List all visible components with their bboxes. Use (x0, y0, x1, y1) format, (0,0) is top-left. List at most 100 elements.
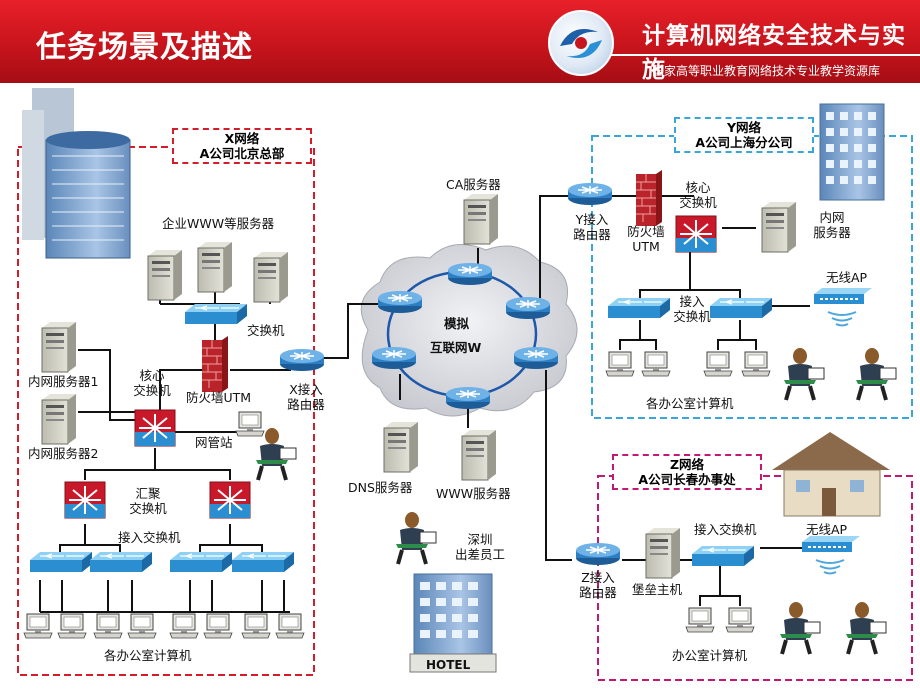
region-y-line1: Y网络 (726, 120, 762, 135)
course-logo-icon (548, 10, 614, 76)
y-office-label: 各办公室计算机 (646, 396, 734, 411)
y-access-label-1: 接入 (679, 294, 705, 309)
inet-router-top-icon (447, 262, 493, 286)
z-pc-2-icon (725, 607, 755, 633)
y-access-router-icon (567, 182, 613, 206)
y-access-label-2: 交换机 (673, 309, 711, 324)
dns-label: DNS服务器 (348, 480, 413, 495)
ca-label: CA服务器 (446, 177, 501, 192)
x-pc-6-icon (203, 613, 233, 639)
region-y-tag: Y网络 A公司上海分公司 (674, 117, 814, 153)
x-core-label-1: 核心 (139, 368, 165, 383)
y-core-label-1: 核心 (685, 180, 711, 195)
x-access-router-icon (279, 348, 325, 372)
x-pc-1-icon (23, 613, 53, 639)
x-firewall-label: 防火墙UTM (186, 390, 252, 405)
z-router-label: Z接入 路由器 (570, 570, 626, 600)
z-laptop-user-1-icon (778, 600, 822, 656)
y-laptop-user-2-icon (854, 346, 898, 402)
bastion-host-icon (645, 527, 681, 579)
x-pc-2-icon (57, 613, 87, 639)
x-router-label-2: 路由器 (287, 397, 325, 412)
inet-router-br-icon (513, 346, 559, 370)
x-agg-label-2: 交换机 (129, 501, 167, 516)
www-server-icon (461, 429, 497, 481)
intranet-server-2-icon (41, 393, 77, 445)
y-router-label-1: Y接入 (575, 212, 609, 227)
x-access-label: 接入交换机 (118, 530, 181, 545)
brand-subtitle: 国家高等职业教育网络技术专业教学资源库 (652, 64, 881, 78)
page-title: 任务场景及描述 (36, 30, 253, 65)
y-ap-label: 无线AP (826, 270, 868, 285)
nms-label: 网管站 (195, 435, 233, 450)
y-intranet-label-1: 内网 (819, 210, 845, 225)
brand-title: 计算机网络安全技术与实施 (642, 23, 906, 83)
z-access-switch-icon (691, 545, 755, 567)
x-firewall-icon (201, 335, 229, 393)
z-pc-1-icon (685, 607, 715, 633)
x-office-label: 各办公室计算机 (104, 648, 192, 663)
region-z-line1: Z网络 (669, 457, 705, 472)
x-pc-5-icon (169, 613, 199, 639)
x-agg-switch-1-icon (64, 481, 106, 519)
x-agg-label-1: 汇聚 (135, 486, 161, 501)
ent-servers-label: 企业WWW等服务器 (162, 216, 275, 231)
y-intranet-label-2: 服务器 (813, 225, 851, 240)
y-firewall-label: 防火墙 UTM (618, 224, 674, 254)
x-router-label: X接入 路由器 (286, 382, 326, 412)
ca-server-icon (463, 193, 499, 245)
header-bar: 任务场景及描述 计算机网络安全技术与实施 国家高等职业教育网络技术专业教学资源库 (0, 0, 920, 83)
web-server-2-icon (197, 241, 233, 293)
inet-router-bl-icon (371, 346, 417, 370)
x-core-label-2: 交换机 (133, 383, 171, 398)
z-wireless-ap-icon (801, 535, 861, 575)
x-agg-switch-2-icon (209, 481, 251, 519)
y-pc-1-icon (605, 351, 635, 377)
x-router-label-1: X接入 (289, 382, 323, 397)
z-ap-label: 无线AP (806, 522, 848, 537)
y-router-label: Y接入 路由器 (564, 212, 620, 242)
region-x-tag: X网络 A公司北京总部 (172, 128, 312, 164)
region-y-line2: A公司上海分公司 (695, 135, 793, 150)
y-laptop-user-1-icon (782, 346, 826, 402)
y-core-label: 核心 交换机 (670, 180, 726, 210)
dns-server-icon (383, 421, 419, 473)
region-z-tag: Z网络 A公司长春办事处 (612, 454, 762, 490)
x-core-switch-icon (134, 409, 176, 447)
y-firewall-label-1: 防火墙 (627, 224, 665, 239)
y-firewall-icon (635, 169, 663, 227)
z-office-label: 办公室计算机 (672, 648, 748, 663)
y-firewall-label-2: UTM (632, 239, 660, 254)
y-core-label-2: 交换机 (679, 195, 717, 210)
x-pc-8-icon (275, 613, 305, 639)
x-core-label: 核心 交换机 (126, 368, 178, 398)
web-server-3-icon (253, 251, 289, 303)
intranet-server-1-icon (41, 321, 77, 373)
y-wireless-ap-icon (813, 287, 873, 327)
x-server-switch-icon (184, 303, 248, 325)
intranet1-label: 内网服务器1 (28, 374, 99, 389)
z-access-label: 接入交换机 (694, 522, 757, 537)
internet-label-1: 模拟 (444, 316, 470, 331)
x-access-switch-3-icon (169, 551, 233, 573)
z-laptop-user-2-icon (844, 600, 888, 656)
y-router-label-2: 路由器 (573, 227, 611, 242)
nms-terminal-icon (235, 411, 265, 437)
x-access-switch-2-icon (89, 551, 153, 573)
x-access-switch-4-icon (231, 551, 295, 573)
traveler-label-2: 出差员工 (454, 547, 505, 562)
traveler-icon (394, 510, 438, 566)
internet-label-2: 互联网W (430, 340, 482, 355)
hotel-sign: HOTEL (426, 658, 471, 672)
inet-router-bottom-icon (445, 386, 491, 410)
z-router-label-2: 路由器 (579, 585, 617, 600)
bastion-label: 堡垒主机 (632, 582, 683, 597)
x-pc-3-icon (93, 613, 123, 639)
header-divider (610, 54, 920, 56)
y-pc-4-icon (741, 351, 771, 377)
x-pc-4-icon (127, 613, 157, 639)
sh-building-icon (819, 103, 885, 201)
x-switch-label: 交换机 (247, 323, 285, 338)
x-agg-label: 汇聚 交换机 (122, 486, 174, 516)
